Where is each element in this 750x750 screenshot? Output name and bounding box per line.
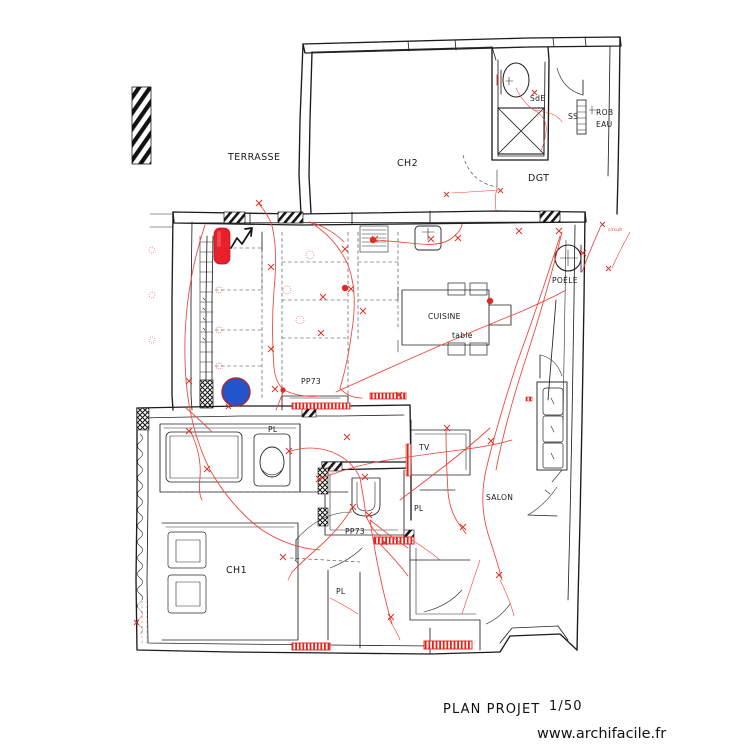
label-sde: SdE xyxy=(530,94,545,103)
electrical-wiring xyxy=(184,87,631,641)
plan-scale: 1/50 xyxy=(549,699,583,714)
label-terrasse: TERRASSE xyxy=(227,152,280,163)
label-eau: EAU xyxy=(596,120,612,129)
main-horizontal-wall xyxy=(172,210,587,226)
electrical-symbols: circuit xyxy=(133,89,622,626)
ch1-bedroom xyxy=(161,522,299,641)
hatched-wall-marker xyxy=(131,86,152,165)
central-partitions xyxy=(281,225,442,411)
red-highlight-marker[interactable] xyxy=(213,227,231,265)
label-cuisine: CUISINE xyxy=(428,312,461,321)
label-ch2: CH2 xyxy=(397,158,418,169)
label-ss: SS xyxy=(568,112,578,121)
bathroom-upper xyxy=(159,405,349,493)
label-dgt: DGT xyxy=(528,173,549,184)
kitchen-furniture xyxy=(397,282,512,356)
wc-central xyxy=(295,461,411,569)
label-pl-low: PL xyxy=(336,587,346,596)
wc-fixture-upper xyxy=(253,433,291,487)
label-rob: ROB xyxy=(596,108,613,117)
label-table: table xyxy=(452,331,473,340)
label-poele: POÊLE xyxy=(552,276,578,285)
water-supply-riser xyxy=(576,99,597,135)
blue-location-dot[interactable] xyxy=(221,377,251,407)
label-salon: SALON xyxy=(486,493,513,502)
basin-fixture xyxy=(496,62,530,98)
plan-title: PLAN PROJET xyxy=(443,702,540,717)
salon-shelving xyxy=(527,354,568,517)
stove-poele xyxy=(554,244,582,273)
staircase-area xyxy=(149,211,263,411)
upper-floor-block xyxy=(298,36,622,215)
label-pp73-wc: PP73 xyxy=(345,527,365,536)
red-note-text: circuit xyxy=(608,227,622,232)
right-outer-wall xyxy=(547,211,586,651)
label-tv: TV xyxy=(418,443,430,452)
zigzag-arrow xyxy=(230,227,253,249)
shower-tray xyxy=(497,107,545,155)
lower-right-rooms xyxy=(289,529,511,655)
label-pl-mid: PL xyxy=(268,425,278,434)
radiators xyxy=(291,392,533,651)
room-label-group: TERRASSE CH2 DGT SdE SS ROB EAU CUISINE … xyxy=(226,94,613,596)
site-credit: www.archifacile.fr xyxy=(537,726,666,742)
window-block xyxy=(414,225,442,251)
label-pp73-top: PP73 xyxy=(301,377,321,386)
label-pl-tv: PL xyxy=(414,504,424,513)
label-ch1: CH1 xyxy=(226,565,247,576)
